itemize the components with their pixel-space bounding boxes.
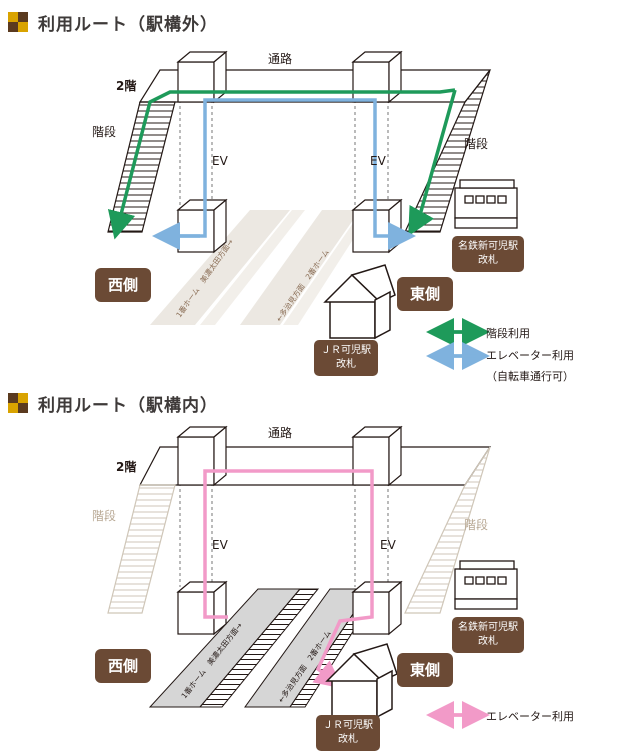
stairs-left-label: 階段 (92, 124, 116, 139)
jr-gate-line2: 改札 (338, 734, 358, 745)
heading-square-icon (8, 12, 28, 32)
jr-gate-line1: ＪＲ可児駅 (323, 720, 373, 731)
stairs-right-faded (404, 446, 491, 614)
meitetsu-gate-line1: 名鉄新可児駅 (458, 622, 518, 633)
heading-inside-text: 利用ルート（駅構内） (38, 395, 218, 416)
ev-right-label: EV (380, 538, 397, 552)
legend-elevator-note: （自転車通行可） (486, 370, 574, 383)
platforms (150, 210, 372, 325)
legend-elevator-label: エレベーター利用 (486, 710, 574, 723)
stairs-left (107, 101, 176, 233)
meitetsu-gate-line1: 名鉄新可児駅 (458, 241, 518, 252)
jr-gate-badge: ＪＲ可児駅 改札 (314, 340, 378, 376)
ev-right-label: EV (370, 154, 387, 168)
heading-outside-text: 利用ルート（駅構外） (38, 14, 218, 35)
elevator-shafts-inside (179, 483, 389, 587)
stairs-left-faded (107, 484, 176, 614)
floor-2-label: 2階 (116, 78, 136, 93)
heading-square-icon (8, 393, 28, 413)
jr-gate-badge: ＪＲ可児駅 改札 (316, 715, 380, 751)
elevator-shafts (179, 100, 389, 205)
meitetsu-building-icon (454, 560, 518, 610)
east-badge: 東側 (397, 277, 453, 311)
jr-gate-line2: 改札 (336, 359, 356, 370)
west-badge: 西側 (95, 649, 151, 683)
meitetsu-gate-badge: 名鉄新可児駅 改札 (452, 236, 524, 272)
heading-inside: 利用ルート（駅構内） (8, 391, 218, 416)
east-badge: 東側 (397, 653, 453, 687)
ev-left-label: EV (212, 154, 229, 168)
stairs-right-label: 階段 (464, 517, 488, 532)
jr-gate-line1: ＪＲ可児駅 (321, 345, 371, 356)
meitetsu-gate-line2: 改札 (478, 636, 498, 647)
ev-left-label: EV (212, 538, 229, 552)
stairs-route-right (408, 89, 457, 237)
stairs-route (107, 88, 456, 240)
meitetsu-gate-badge: 名鉄新可児駅 改札 (452, 617, 524, 653)
legend-inside: エレベーター利用 (440, 707, 574, 729)
legend-elevator-label: エレベーター利用 (486, 349, 574, 362)
inside-route-diagram: 2階 通路 階段 階段 EV EV 1番ホーム 美濃太田方面→ ←多治見方面 2… (92, 425, 518, 729)
stairs-left-label: 階段 (92, 508, 116, 523)
elevator-route-inside (203, 469, 374, 689)
outside-route-diagram: 2階 通路 階段 階段 EV EV 1番ホーム 美濃太田方面→ ←多治見方面 2… (92, 50, 518, 370)
legend-outside: 階段利用 エレベーター利用 （自転車通行可） (440, 324, 574, 384)
panel-inside: 利用ルート（駅構内） (0, 377, 624, 754)
jr-station-house-icon (323, 264, 396, 340)
elevator-boxes (176, 50, 403, 254)
floor-2-label: 2階 (116, 459, 136, 474)
corridor-label: 通路 (268, 51, 292, 66)
panel-outside: 利用ルート（駅構外） (8, 10, 574, 383)
elevator-boxes-inside (176, 425, 403, 636)
heading-outside: 利用ルート（駅構外） (8, 10, 218, 35)
meitetsu-gate-line2: 改札 (478, 255, 498, 266)
stairs-right-label: 階段 (464, 136, 488, 151)
legend-stairs-label: 階段利用 (486, 327, 530, 340)
legend-arrows-outside (426, 318, 490, 370)
corridor-label: 通路 (268, 425, 292, 440)
meitetsu-building-icon (454, 179, 518, 229)
west-badge: 西側 (95, 268, 151, 302)
